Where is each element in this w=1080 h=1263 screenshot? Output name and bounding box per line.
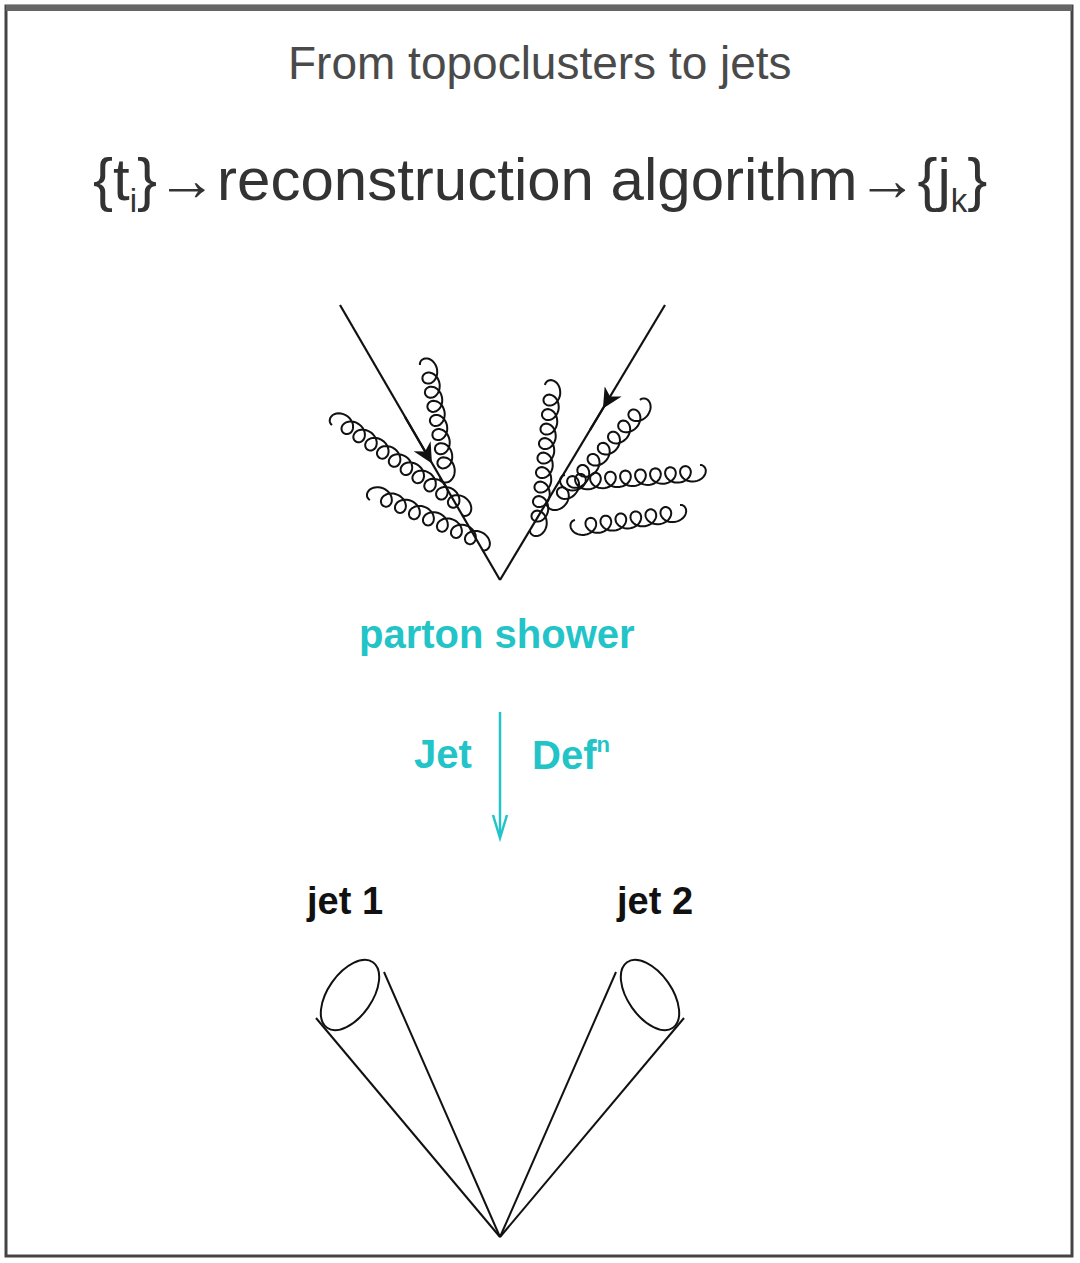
jet-cone-edge [384, 972, 500, 1237]
caption-label: parton shower [359, 612, 635, 657]
title: From topoclusters to jets [288, 36, 792, 90]
quark-arrow [405, 417, 430, 460]
gluon [560, 465, 706, 490]
gluon [530, 380, 560, 536]
arrow-label: Defn [532, 732, 610, 778]
antiquark-line [500, 305, 665, 580]
formula-line: {ti}→reconstruction algorithm→{jk} [93, 145, 987, 220]
jet-def-arrow [499, 712, 502, 835]
jet-cones [309, 950, 691, 1237]
gluon [571, 505, 687, 535]
formula-text: } [967, 146, 987, 213]
arrow-label-text: Def [532, 733, 596, 777]
antiquark-arrow [590, 405, 605, 430]
jet-cone-mouth [309, 950, 391, 1041]
gluon [547, 398, 651, 510]
gluon [420, 358, 455, 482]
formula-text: }→reconstruction algorithm→{j [137, 146, 951, 213]
subscript: k [951, 182, 968, 219]
jet-cone-mouth [609, 950, 691, 1041]
formula-text: {t [93, 146, 130, 213]
jet-label: jet 1 [307, 880, 383, 923]
gluon-group [330, 358, 706, 550]
gluon [367, 487, 490, 550]
arrow-label: Jet [414, 732, 472, 777]
subscript: i [130, 182, 137, 219]
superscript: n [596, 732, 609, 757]
quark-line [340, 305, 500, 580]
jet-cone-edge [500, 1018, 684, 1237]
frame-border [6, 6, 1072, 1256]
jet-def-arrowhead [493, 815, 507, 838]
jet-label: jet 2 [617, 880, 693, 923]
jet-cone-edge [316, 1018, 500, 1237]
jet-cone-edge [500, 972, 616, 1237]
frame-top [6, 5, 1072, 11]
